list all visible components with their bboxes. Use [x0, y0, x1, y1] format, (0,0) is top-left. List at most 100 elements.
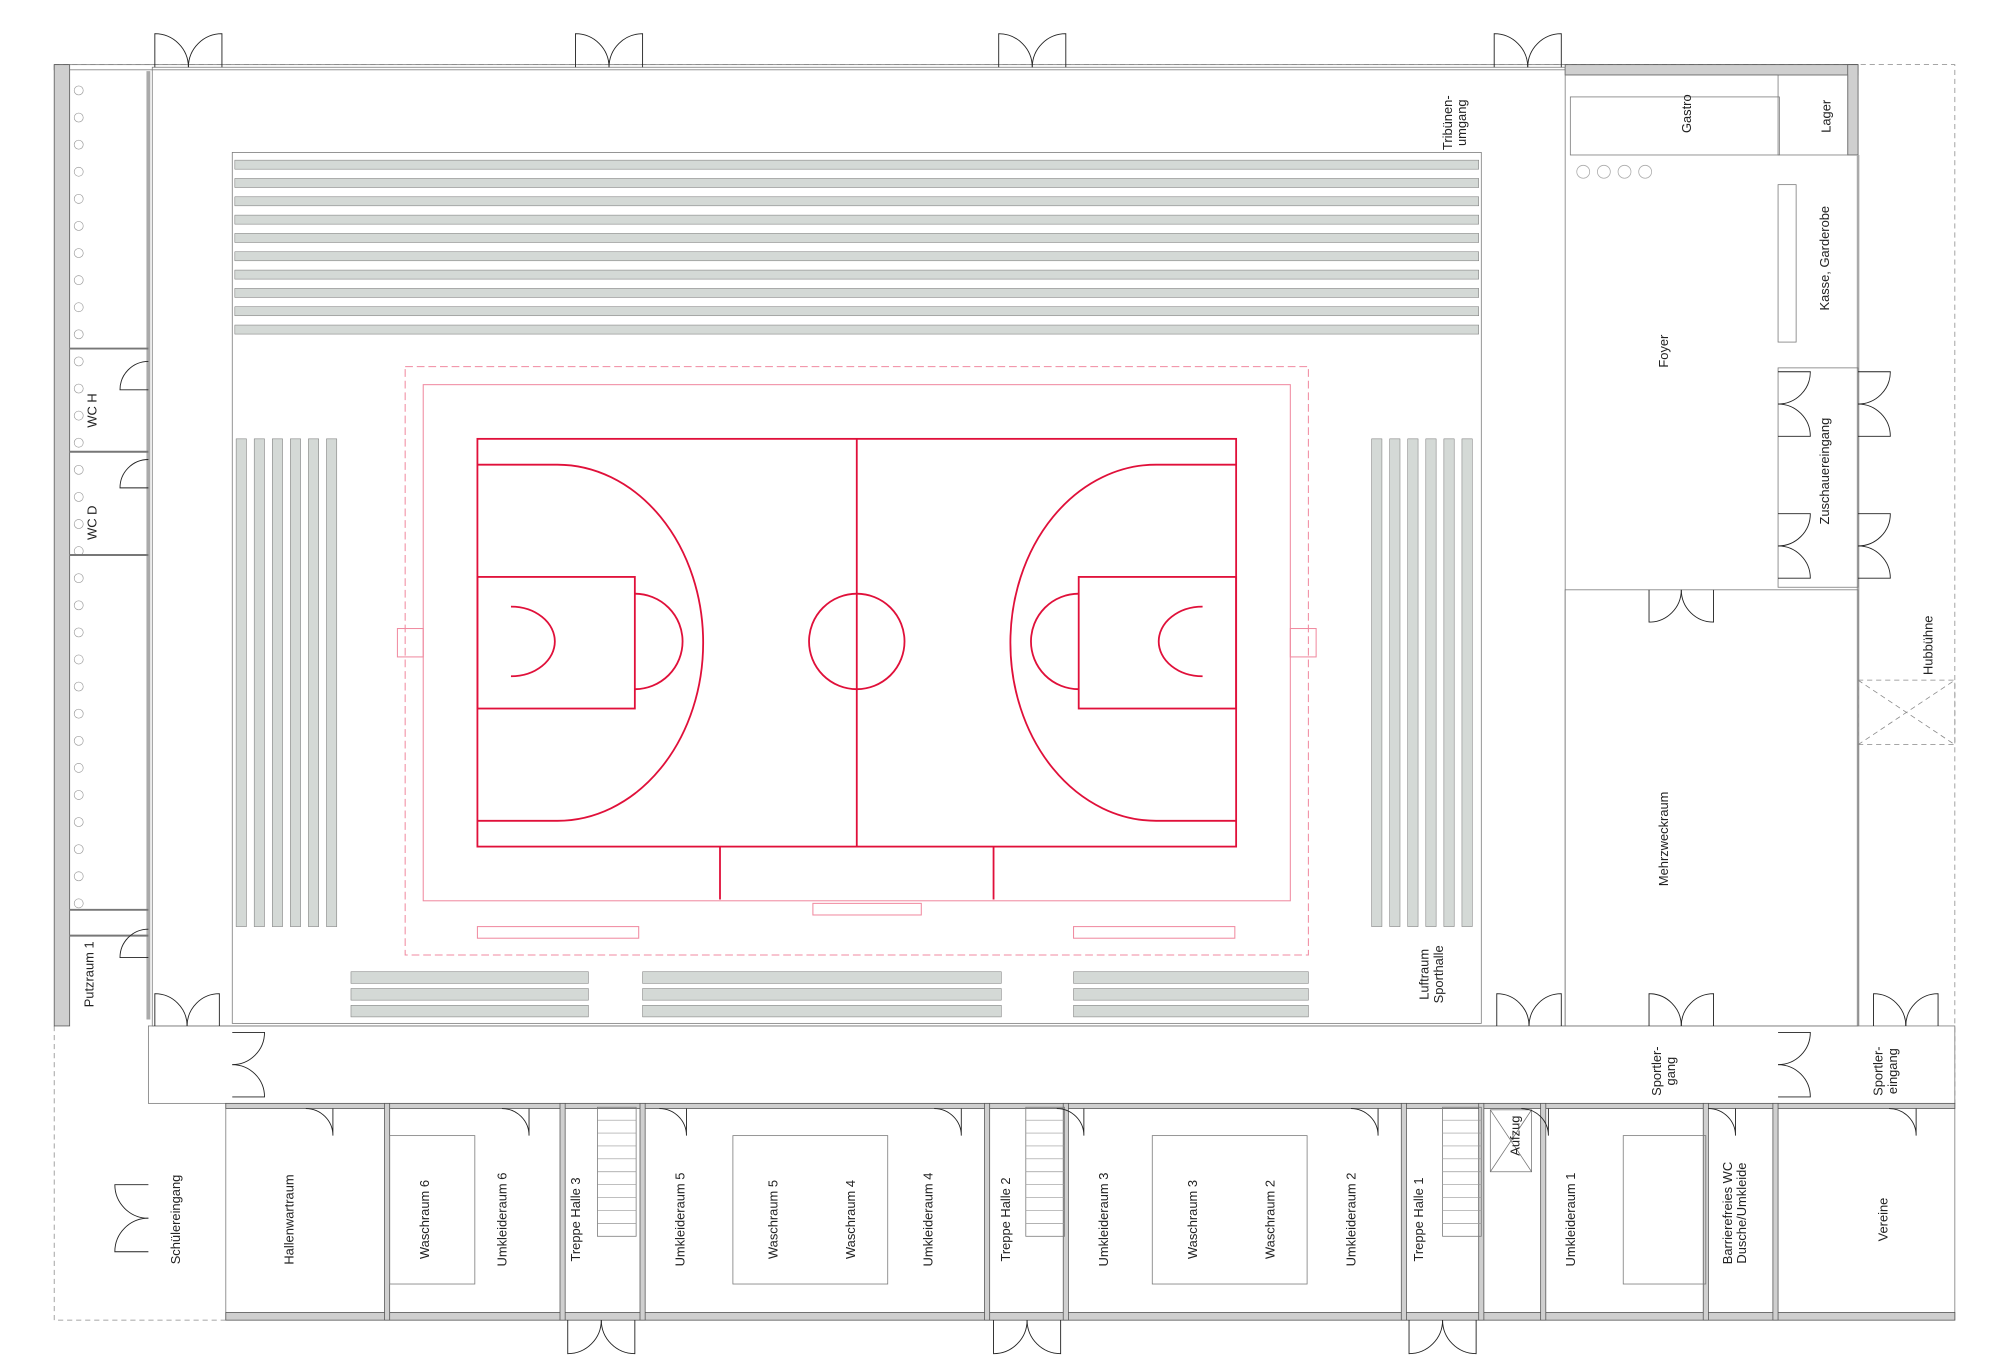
tribune-row-top — [234, 233, 1479, 243]
toilet-icon — [73, 302, 84, 313]
door-icon — [567, 1320, 602, 1355]
room-label-gastro: Gastro — [1679, 94, 1694, 133]
door-icon — [154, 993, 188, 1026]
door-icon — [186, 993, 220, 1026]
door-icon — [232, 1031, 265, 1066]
toilet-icon — [73, 329, 84, 340]
top-wall-rooms — [225, 1102, 1956, 1109]
toilet-icon — [73, 248, 84, 258]
toilet-icon — [73, 410, 84, 421]
bench-left — [476, 926, 640, 939]
toilet-icon — [73, 221, 84, 231]
key-left — [476, 576, 636, 710]
toilet-icon — [73, 275, 84, 285]
elevator-shaft — [1489, 1109, 1532, 1173]
door-icon — [1408, 1320, 1444, 1355]
room-label-zuschauereingang: Zuschauereingang — [1817, 418, 1832, 525]
court-outer-line — [404, 366, 1309, 956]
door-icon — [1858, 403, 1891, 437]
partition-wall — [639, 1102, 646, 1321]
tribune-column-right — [1389, 438, 1401, 927]
toilet-icon — [73, 654, 84, 665]
toilet-icon — [73, 464, 84, 475]
tribune-column-left — [272, 438, 283, 927]
tribune-row-top — [234, 306, 1479, 317]
door-icon — [1648, 589, 1682, 623]
door-icon — [1778, 1031, 1811, 1066]
partition-wall — [559, 1102, 566, 1321]
room-label-tribuenenumgang: Tribünen- — [1440, 95, 1455, 150]
toilet-icon — [73, 790, 84, 800]
tribune-row-top — [234, 269, 1479, 280]
door-icon — [1873, 993, 1907, 1026]
room-label-hallenwartraum: Hallenwartraum — [282, 1174, 297, 1264]
door-icon — [1350, 1108, 1379, 1136]
hubbuehne-cross — [1857, 679, 1956, 745]
door-icon — [575, 33, 610, 68]
room-label-putzraum: Putzraum 1 — [82, 941, 97, 1007]
door-icon — [1496, 993, 1530, 1026]
hall-boundary — [151, 66, 1566, 1027]
room-label-vereine: Vereine — [1875, 1198, 1890, 1242]
door-icon — [1778, 513, 1811, 547]
partition-wall — [384, 1102, 391, 1321]
door-icon — [1680, 993, 1714, 1026]
toilet-icon — [73, 356, 84, 367]
basketball-court — [476, 437, 1238, 900]
partition-wall — [1540, 1102, 1547, 1321]
door-icon — [1708, 1108, 1736, 1136]
door-icon — [154, 33, 189, 68]
shower-room — [389, 1135, 476, 1285]
corridor — [147, 1025, 1956, 1104]
toilet-icon — [73, 166, 84, 177]
room-label-waschraum6: Waschraum 6 — [417, 1180, 432, 1259]
ft-circle-left — [634, 592, 684, 691]
door-icon — [998, 33, 1033, 68]
toilet-icon — [73, 519, 84, 529]
room-label-wc_h: WC H — [84, 393, 99, 427]
door-icon — [1778, 403, 1811, 437]
door-icon — [1778, 1064, 1811, 1098]
door-icon — [1889, 1108, 1917, 1136]
partition-wall — [1062, 1102, 1069, 1321]
room-label-sportlereingang: Sportler- — [1871, 1046, 1886, 1095]
three-point-left — [477, 463, 705, 822]
wall-gastro-top — [1564, 64, 1859, 76]
goal-left — [396, 628, 424, 658]
toilet-icon — [73, 681, 84, 692]
room-label-waschraum2: Waschraum 2 — [1262, 1180, 1277, 1259]
door-icon — [232, 1064, 265, 1098]
tribune-column-left — [235, 438, 247, 927]
room-label-lager: Lager — [1819, 99, 1834, 133]
three-point-right — [1009, 463, 1237, 822]
restricted-left — [510, 605, 556, 678]
room-label-sportlergang: gang — [1663, 1057, 1678, 1086]
tribune-column-right — [1407, 438, 1419, 927]
tribune-row-top — [234, 324, 1479, 335]
door-icon — [1026, 1320, 1062, 1355]
toilet-icon — [73, 735, 84, 746]
bench-right — [1073, 926, 1236, 939]
door-icon — [119, 360, 149, 391]
bottom-wall — [225, 1312, 1956, 1321]
tribune-row-bottom — [642, 1005, 1002, 1018]
room-label-sportlereingang: eingang — [1885, 1048, 1900, 1094]
room-label-umkleide6: Umkleideraum 6 — [495, 1173, 510, 1267]
door-icon — [114, 1217, 149, 1253]
partition-wall — [1772, 1102, 1779, 1321]
toilet-icon — [73, 139, 84, 150]
door-icon — [1858, 371, 1891, 405]
room-label-barrierefrei: Barrierefreies WC — [1720, 1162, 1735, 1264]
tribune-row-bottom — [350, 988, 589, 1001]
tribune-row-bottom — [642, 988, 1002, 1001]
door-icon — [1493, 33, 1529, 68]
door-icon — [1778, 371, 1811, 405]
room-label-schuelereingang: Schülereingang — [168, 1175, 183, 1265]
door-icon — [993, 1320, 1028, 1355]
hubbuehne-area — [1857, 679, 1956, 746]
tribune-column-right — [1461, 438, 1473, 927]
tribune-row-bottom — [642, 971, 1002, 984]
door-icon — [501, 1108, 530, 1136]
room-label-umkleide3: Umkleideraum 3 — [1096, 1173, 1111, 1267]
tribune-column-right — [1371, 438, 1383, 927]
